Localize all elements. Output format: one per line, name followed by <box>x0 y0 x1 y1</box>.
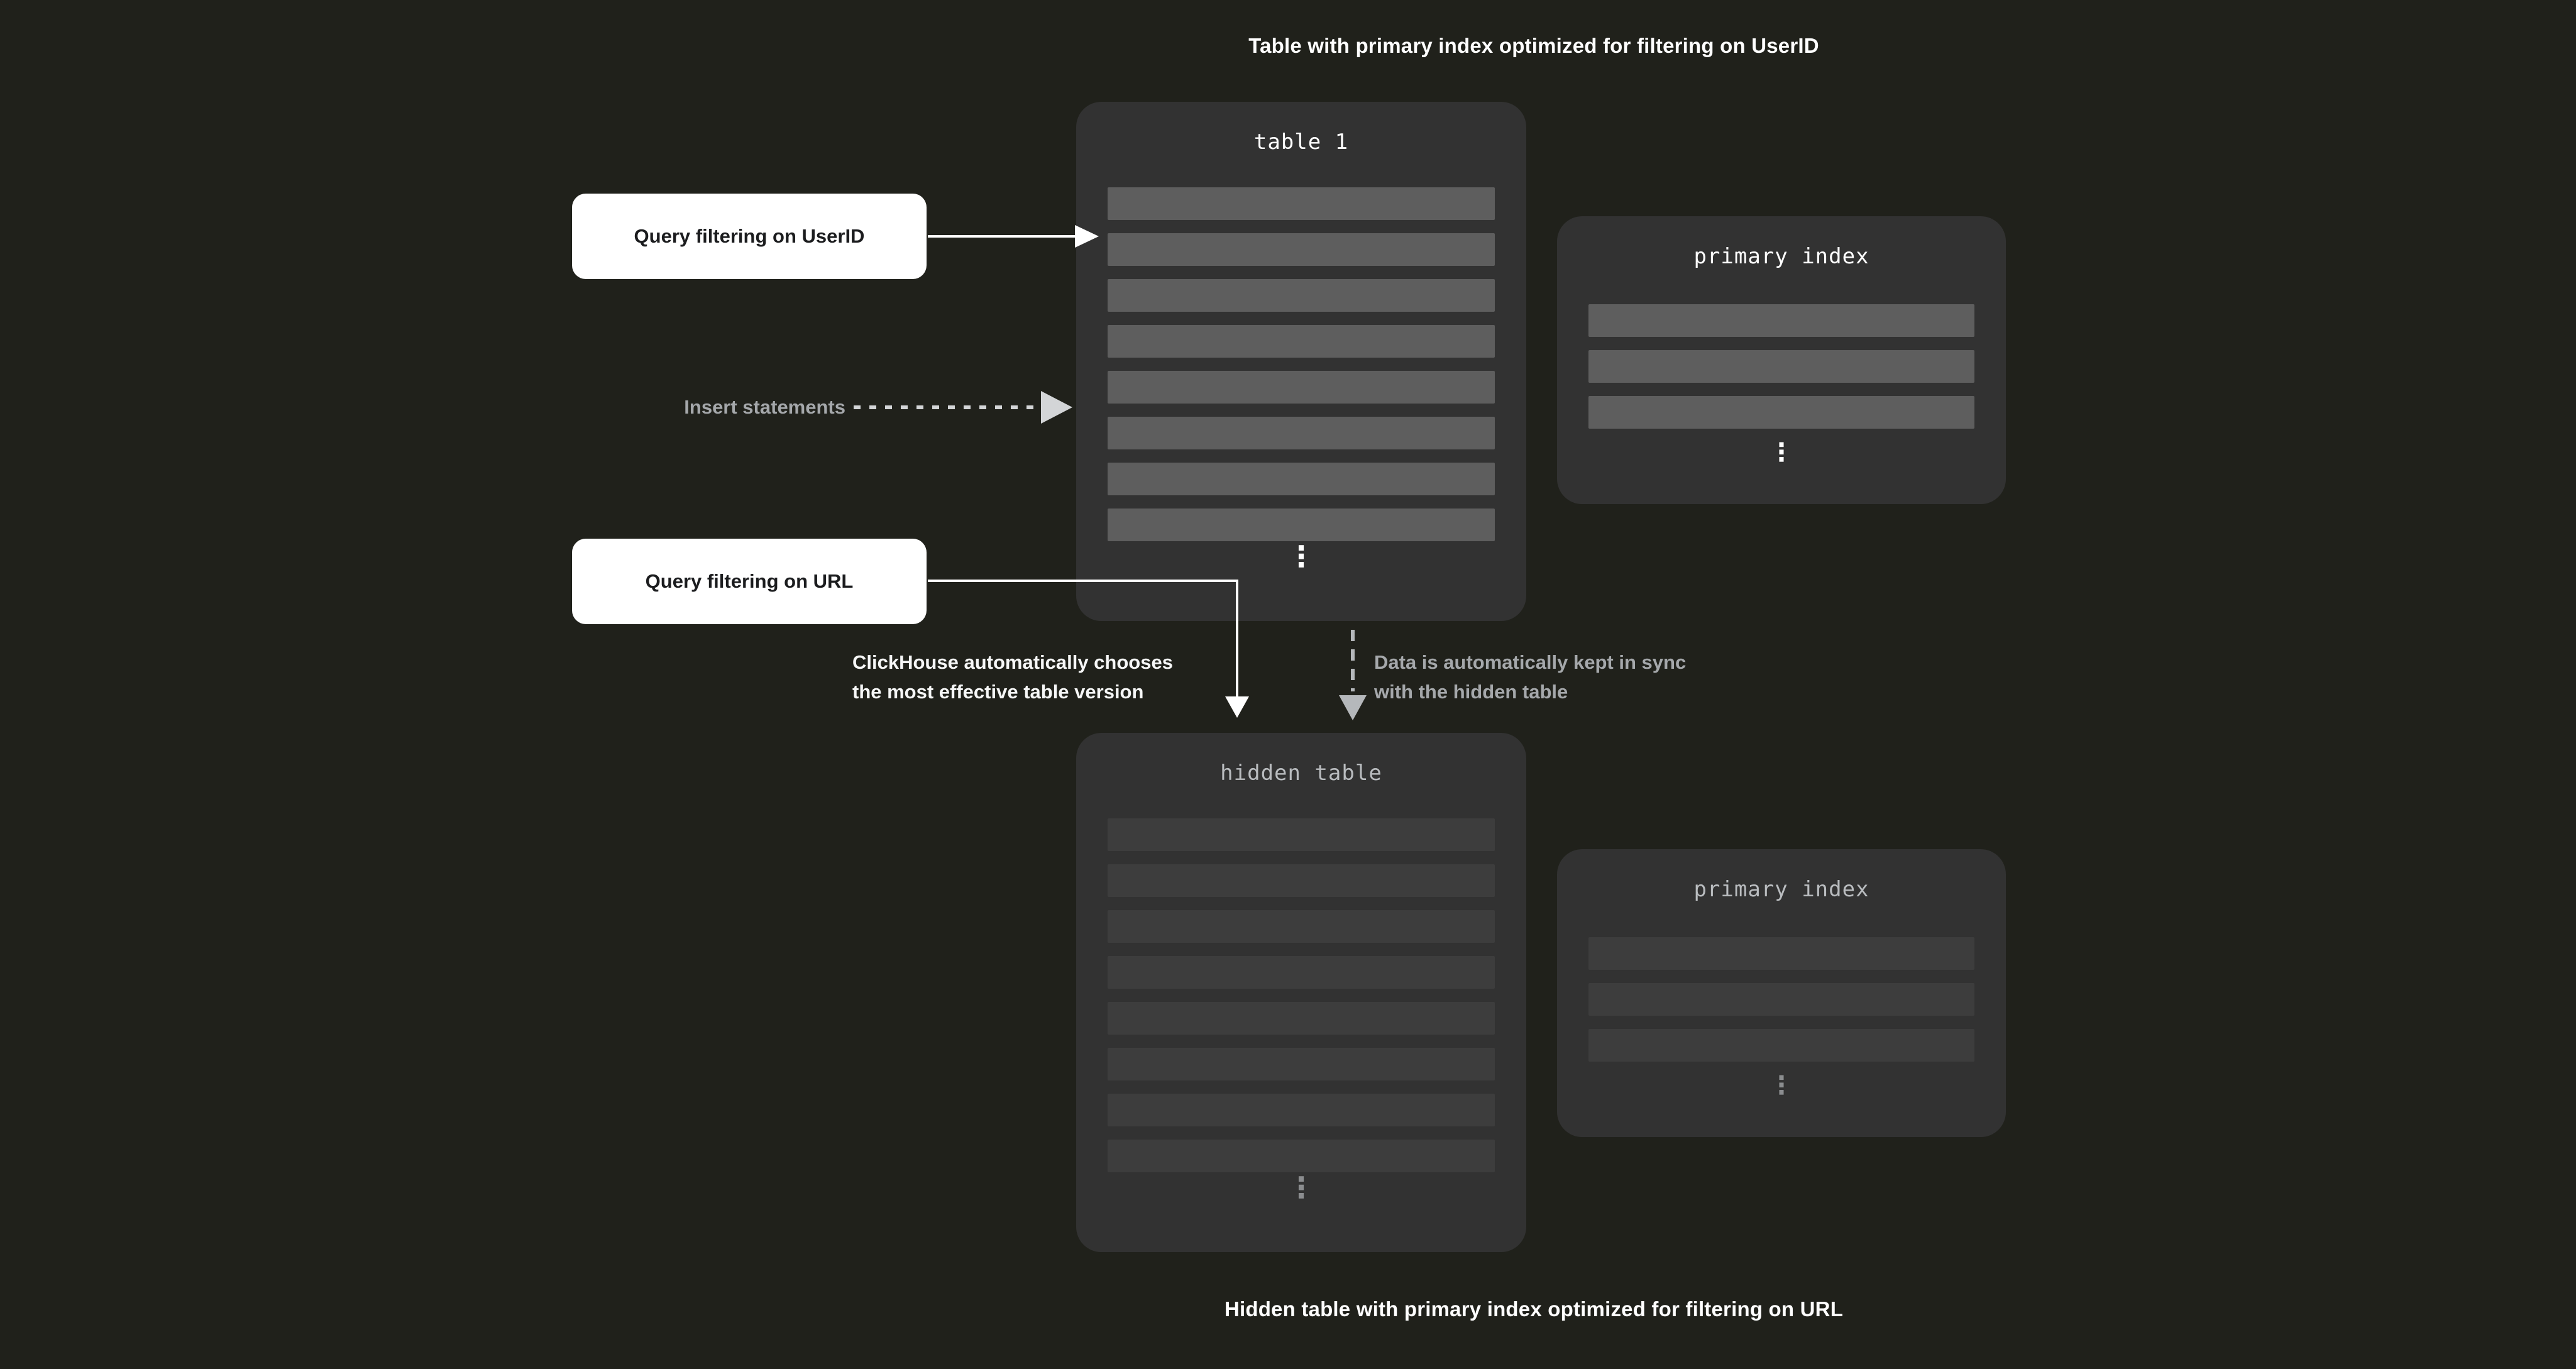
table1-more-ellipsis: ⋮ <box>1287 539 1316 573</box>
hidden-table-rows <box>1108 818 1495 1185</box>
table-row <box>1588 937 1974 970</box>
sync-dashed-arrow <box>1339 630 1367 720</box>
table-row <box>1108 1094 1495 1126</box>
bottom-caption: Hidden table with primary index optimize… <box>1224 1297 1844 1321</box>
table-row <box>1108 1048 1495 1080</box>
table-row <box>1588 983 1974 1016</box>
table-row <box>1108 187 1495 220</box>
hidden-table-more-ellipsis: ⋮ <box>1287 1170 1316 1204</box>
query-filtering-userid-label: Query filtering on UserID <box>572 194 927 279</box>
table-row <box>1108 279 1495 312</box>
table-row <box>1108 818 1495 851</box>
hidden-table-title: hidden table <box>1220 761 1382 786</box>
primary-index-top-panel: primary index ⋮ <box>1557 216 2006 504</box>
table-row <box>1108 509 1495 541</box>
query-filtering-url-label: Query filtering on URL <box>572 539 927 624</box>
sync-line2: with the hidden table <box>1374 681 1568 703</box>
table-row <box>1108 371 1495 404</box>
table-row <box>1108 910 1495 943</box>
table-row <box>1108 325 1495 358</box>
table-row <box>1588 304 1974 337</box>
table-row <box>1108 1140 1495 1172</box>
insert-statements-label: Insert statements <box>684 396 845 418</box>
insert-statements-arrow <box>854 391 1072 424</box>
primary-index-bottom-more-ellipsis: ⋮ <box>1769 1071 1794 1100</box>
sync-line1: Data is automatically kept in sync <box>1374 651 1687 673</box>
table-row <box>1588 1029 1974 1062</box>
table1-rows <box>1108 187 1495 554</box>
table-row <box>1108 864 1495 897</box>
table-row <box>1108 233 1495 266</box>
primary-index-bottom-rows <box>1588 937 1974 1075</box>
table-row <box>1108 463 1495 495</box>
auto-choose-line1: ClickHouse automatically chooses <box>852 651 1173 673</box>
table1-panel: table 1 ⋮ <box>1076 102 1526 621</box>
top-caption: Table with primary index optimized for f… <box>1248 34 1819 57</box>
table-row <box>1108 1002 1495 1035</box>
hidden-table-panel: hidden table ⋮ <box>1076 733 1526 1252</box>
query-filtering-url-text: Query filtering on URL <box>645 570 854 592</box>
table-row <box>1108 417 1495 449</box>
primary-index-bottom-panel: primary index ⋮ <box>1557 849 2006 1137</box>
table-row <box>1108 956 1495 989</box>
table1-title: table 1 <box>1253 129 1349 155</box>
table-row <box>1588 350 1974 383</box>
primary-index-top-rows <box>1588 304 1974 442</box>
auto-choose-line2: the most effective table version <box>852 681 1144 703</box>
query-filtering-userid-text: Query filtering on UserID <box>634 225 865 247</box>
userid-query-arrow <box>928 225 1099 248</box>
table-row <box>1588 396 1974 429</box>
primary-index-bottom-title: primary index <box>1693 877 1869 902</box>
primary-index-top-title: primary index <box>1693 244 1869 269</box>
sync-label: Data is automatically kept in sync with … <box>1374 647 1686 706</box>
primary-index-top-more-ellipsis: ⋮ <box>1769 438 1794 467</box>
auto-choose-label: ClickHouse automatically chooses the mos… <box>852 647 1173 706</box>
